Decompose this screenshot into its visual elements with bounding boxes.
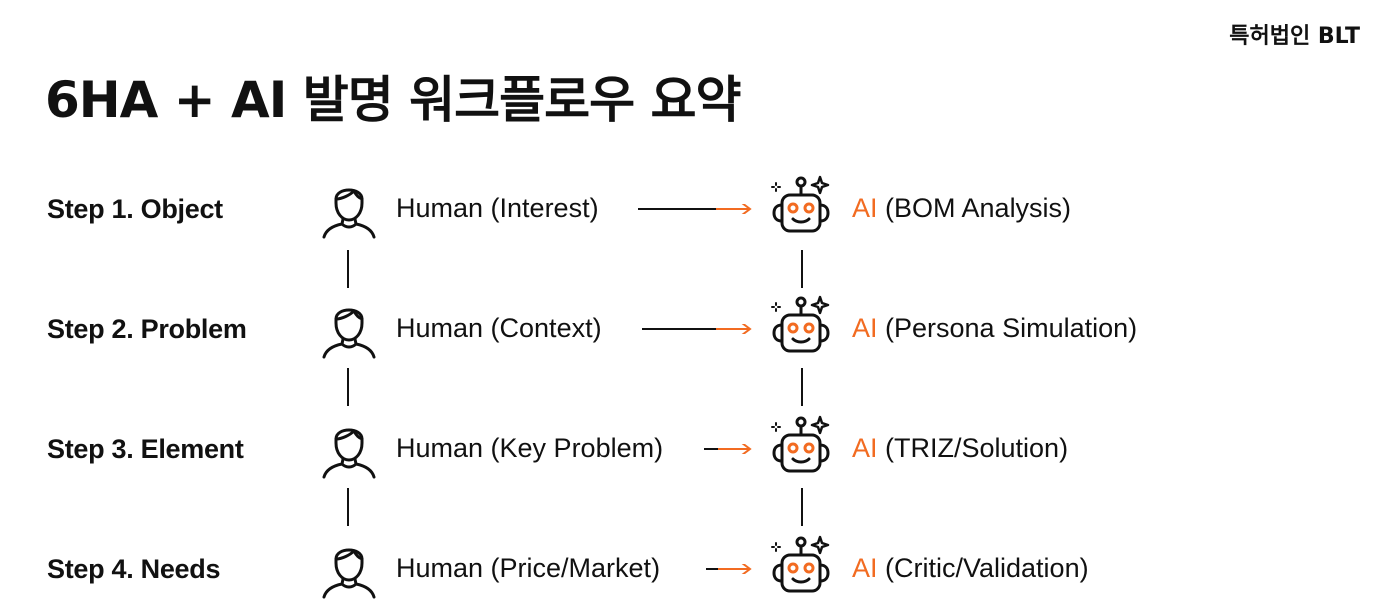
ai-detail: (Persona Simulation)	[877, 313, 1138, 343]
workflow-step-3: Step 3. Element Human (Key Problem) AI (…	[0, 408, 1380, 488]
robot-icon	[771, 535, 830, 593]
robot-icon	[771, 175, 830, 233]
arrow-icon	[706, 564, 752, 574]
step-label: Step 2. Problem	[47, 314, 247, 344]
workflow-step-2: Step 2. Problem Human (Context) AI (Pers…	[0, 288, 1380, 368]
ai-detail: (Critic/Validation)	[877, 553, 1089, 583]
person-icon	[322, 188, 376, 239]
ai-prefix: AI	[852, 193, 878, 223]
ai-label: AI (TRIZ/Solution)	[852, 433, 1068, 464]
human-label: Human (Key Problem)	[396, 433, 664, 463]
arrow-icon	[704, 444, 752, 454]
brand-logo-text: 특허법인 BLT	[1229, 24, 1360, 49]
connector-human-2	[347, 368, 349, 406]
connector-ai-2	[801, 368, 803, 406]
workflow-step-4: Step 4. Needs Human (Price/Market) AI (C…	[0, 528, 1380, 608]
robot-icon	[771, 295, 830, 353]
ai-detail: (BOM Analysis)	[877, 193, 1072, 223]
step-label: Step 3. Element	[47, 434, 244, 464]
human-label: Human (Context)	[396, 313, 602, 343]
human-label: Human (Interest)	[396, 193, 599, 223]
human-label: Human (Price/Market)	[396, 553, 661, 583]
arrow-icon	[642, 324, 752, 334]
connector-ai-3	[801, 488, 803, 526]
ai-prefix: AI	[852, 553, 878, 583]
connector-ai-1	[801, 250, 803, 288]
robot-icon	[771, 415, 830, 473]
person-icon	[322, 428, 376, 479]
connector-human-3	[347, 488, 349, 526]
connector-human-1	[347, 250, 349, 288]
ai-detail: (TRIZ/Solution)	[877, 433, 1069, 463]
arrow-icon	[638, 204, 752, 214]
ai-label: AI (BOM Analysis)	[852, 193, 1071, 224]
ai-label: AI (Critic/Validation)	[852, 553, 1089, 584]
step-label: Step 4. Needs	[47, 554, 221, 584]
workflow-step-1: Step 1. Object Human (Interest) AI (BOM …	[0, 168, 1380, 248]
ai-prefix: AI	[852, 433, 878, 463]
step-label: Step 1. Object	[47, 194, 223, 224]
ai-prefix: AI	[852, 313, 878, 343]
person-icon	[322, 308, 376, 359]
page-title: 6HA + AI 발명 워크플로우 요약	[45, 71, 742, 129]
ai-label: AI (Persona Simulation)	[852, 313, 1137, 344]
person-icon	[322, 548, 376, 599]
